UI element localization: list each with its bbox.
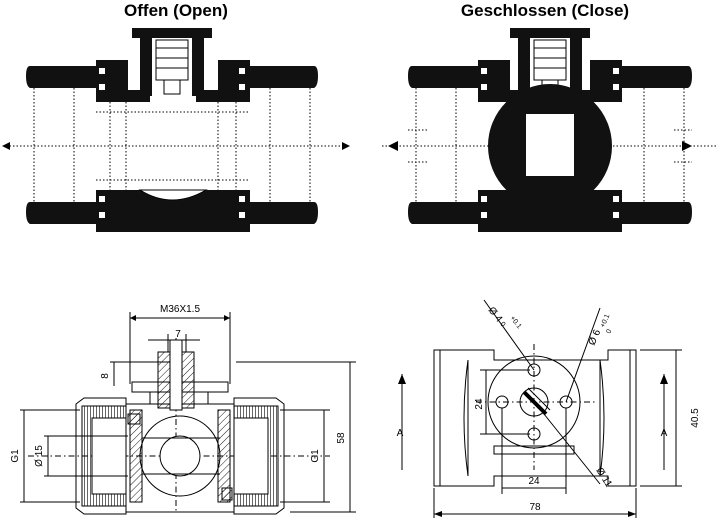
section-label-left: A bbox=[397, 428, 404, 439]
dim-bore: Ø 15 bbox=[34, 445, 45, 467]
valve-open-section bbox=[2, 28, 350, 232]
dim-total-height: 58 bbox=[336, 432, 347, 444]
dim-flange-height: 8 bbox=[100, 373, 111, 379]
dim-pitch-horizontal: 24 bbox=[528, 476, 540, 487]
dim-hole-mid-tol-lower: 0 bbox=[605, 328, 613, 335]
dim-thread: M36X1.5 bbox=[160, 304, 200, 315]
dim-port-thread-left: G1 bbox=[10, 449, 21, 463]
title-close: Geschlossen (Close) bbox=[461, 1, 629, 20]
side-dimensions bbox=[20, 312, 356, 513]
dim-length: 78 bbox=[529, 502, 541, 513]
dim-pitch-vertical: 24 bbox=[474, 398, 485, 410]
dim-stem-width: 7 bbox=[175, 329, 181, 340]
dim-port-thread-right: G1 bbox=[310, 449, 321, 463]
valve-closed-section bbox=[382, 28, 718, 232]
title-open: Offen (Open) bbox=[124, 1, 228, 20]
side-section-drawing bbox=[28, 338, 330, 515]
dim-hole-mid-tol-upper: +0.1 bbox=[599, 313, 611, 329]
top-view-dimensions bbox=[433, 299, 682, 518]
top-view-drawing bbox=[398, 344, 668, 487]
dim-hole-small-tol-upper: +0.1 bbox=[508, 315, 522, 330]
section-label-right: A bbox=[661, 428, 668, 439]
dim-hole-small-tol-lower: 0 bbox=[498, 321, 506, 328]
dim-height: 40.5 bbox=[690, 408, 701, 428]
dim-hole-mid: Ø 6 bbox=[587, 328, 604, 348]
